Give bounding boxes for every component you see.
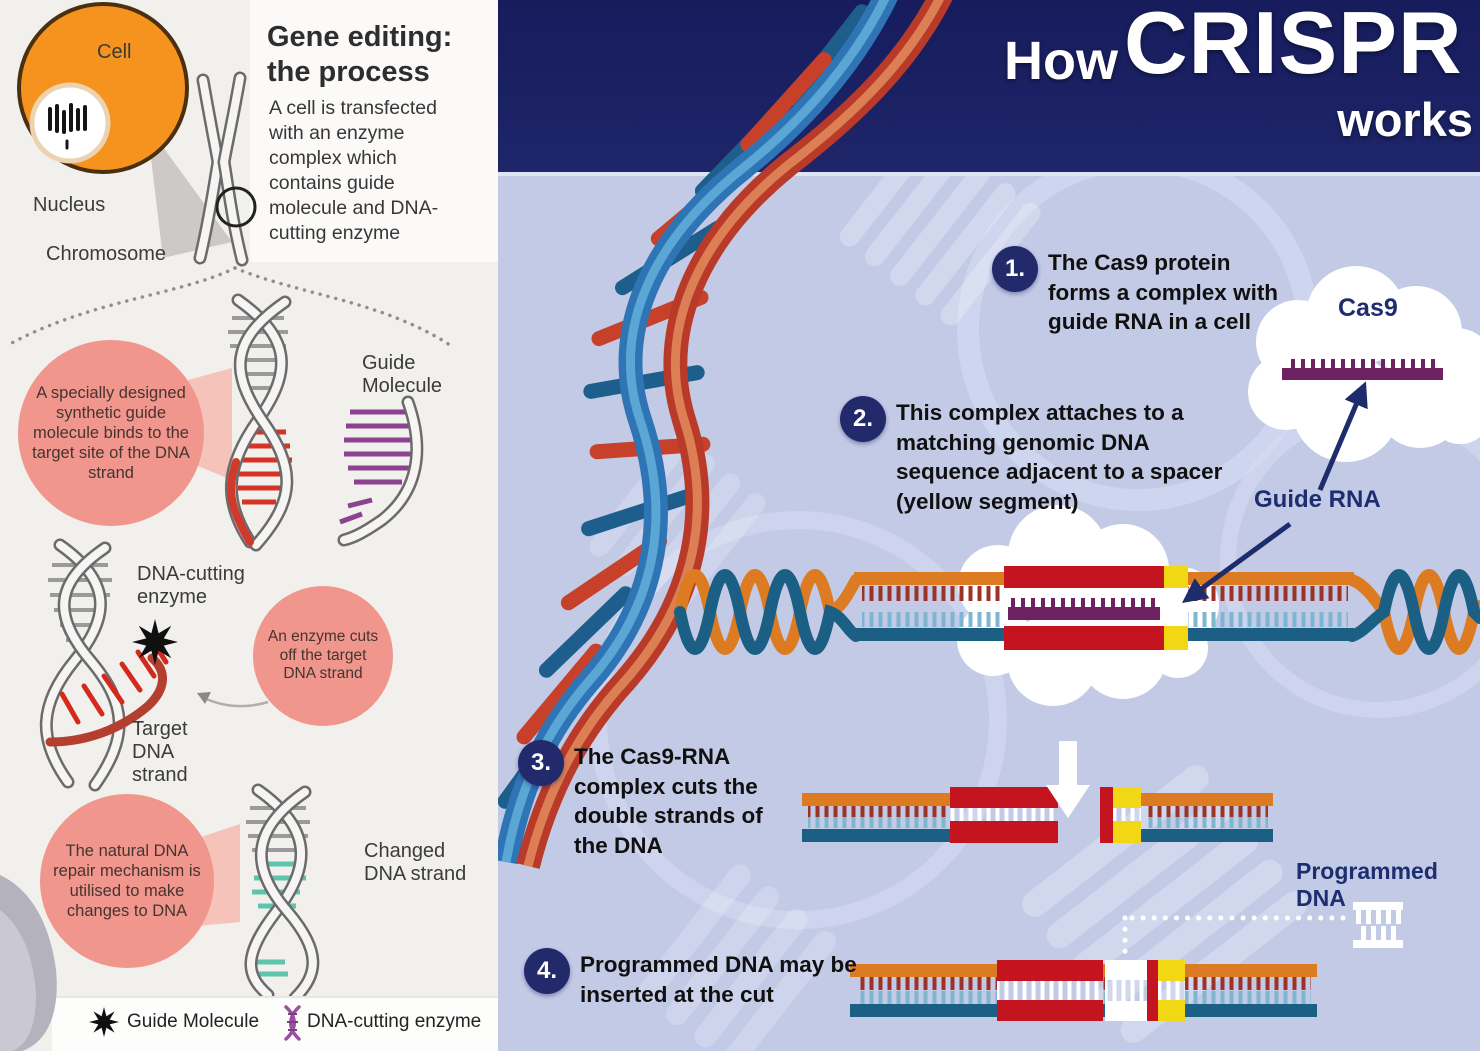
callout-enzyme-cuts: An enzyme cuts off the target DNA strand xyxy=(253,586,393,726)
guide-rna-label: Guide RNA xyxy=(1254,486,1381,513)
left-panel-gene-editing: Gene editing: the process A cell is tran… xyxy=(0,0,498,1051)
step-1-badge: 1. xyxy=(992,246,1038,292)
step-3: 3. The Cas9-RNA complex cuts the double … xyxy=(518,740,779,861)
legend-helix-icon xyxy=(284,1005,301,1041)
title-works: works xyxy=(1337,93,1473,146)
dna-helix-changed xyxy=(244,783,320,1005)
legend-guide-molecule-label: Guide Molecule xyxy=(127,1011,260,1032)
step-3-badge: 3. xyxy=(518,740,564,786)
guide-molecule-star-icon xyxy=(132,619,178,665)
target-dna-strand-label: Target DNA strand xyxy=(132,718,188,786)
target-dna-strand-band xyxy=(45,653,167,747)
cell-label: Cell xyxy=(97,41,132,63)
dna-helix-guide-binding xyxy=(225,293,294,552)
left-intro-text: A cell is transfected with an enzyme com… xyxy=(269,97,439,244)
guide-molecule-label: Guide Molecule xyxy=(362,352,443,397)
guide-molecule-drawing xyxy=(337,395,424,547)
callout-guide-binds: A specially designed synthetic guide mol… xyxy=(18,340,204,526)
step-4-badge: 4. xyxy=(524,948,570,994)
dna-helix-enzyme-cut xyxy=(39,538,169,792)
left-diagram-art xyxy=(0,0,498,1051)
programmed-dna-label: Programmed DNA xyxy=(1296,858,1438,911)
step-2: 2. This complex attaches to a matching g… xyxy=(840,396,1241,517)
legend-strip xyxy=(52,996,498,1051)
chromosome-icon xyxy=(193,71,257,267)
step-2-badge: 2. xyxy=(840,396,886,442)
step-3-text: The Cas9-RNA complex cuts the double str… xyxy=(574,744,763,859)
dna-cutting-enzyme-label: DNA-cutting enzyme xyxy=(137,563,245,608)
callout-dna-repair: The natural DNA repair mechanism is util… xyxy=(40,794,214,968)
cas9-label: Cas9 xyxy=(1338,294,1398,322)
step-1-text: The Cas9 protein forms a complex with gu… xyxy=(1048,250,1279,335)
legend-dna-cutting-enzyme-label: DNA-cutting enzyme xyxy=(307,1011,482,1032)
callout-arrowhead xyxy=(197,692,211,704)
title-crispr: CRISPR xyxy=(1124,0,1463,92)
step-4: 4. Programmed DNA may be inserted at the… xyxy=(524,948,860,1009)
step-4-text: Programmed DNA may be inserted at the cu… xyxy=(580,952,857,1007)
chromosomes-in-nucleus-icon xyxy=(48,103,87,150)
right-panel-how-crispr-works: How CRISPR works 1. The Cas9 protein for… xyxy=(498,0,1480,1051)
step-1: 1. The Cas9 protein forms a complex with… xyxy=(992,246,1293,337)
dotted-expansion-arcs xyxy=(6,266,452,347)
step-2-text: This complex attaches to a matching geno… xyxy=(896,400,1223,515)
callout-arrow xyxy=(203,696,269,708)
centromere-highlight-ring xyxy=(215,186,257,228)
red-target-strand-segment xyxy=(227,458,254,546)
chromosome-label: Chromosome xyxy=(46,243,167,265)
left-title: Gene editing: the process xyxy=(267,21,453,89)
title-how: How xyxy=(1004,31,1118,91)
changed-dna-strand-label: Changed DNA strand xyxy=(364,840,467,885)
legend-star-icon xyxy=(89,1007,119,1037)
nucleus-label: Nucleus xyxy=(33,194,106,216)
